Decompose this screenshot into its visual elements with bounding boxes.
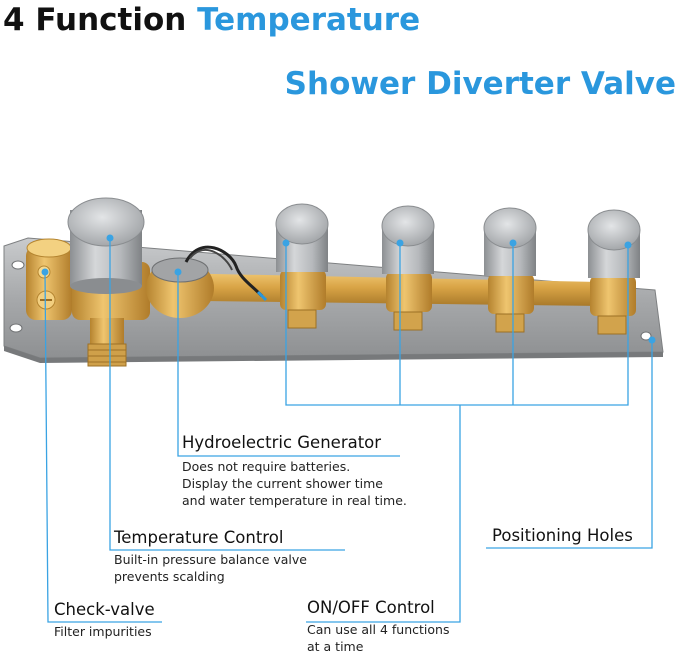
temperature-control-knob <box>67 197 145 294</box>
callout-check-valve: Check-valve Filter impurities <box>54 600 155 640</box>
callout-text: prevents scalding <box>114 569 225 584</box>
outlet-2 <box>386 272 432 331</box>
leader-hydroelectric-generator <box>177 272 400 457</box>
brass-manifold <box>26 238 602 367</box>
diverter-knob-3 <box>483 207 537 276</box>
callout-onoff-control: ON/OFF Control Can use all 4 functions a… <box>307 598 449 655</box>
positioning-hole-left-top <box>11 260 25 270</box>
callout-temperature-control: Temperature Control Built-in pressure ba… <box>114 528 307 585</box>
diverter-knob-2 <box>381 205 435 274</box>
outlet-4 <box>590 276 636 335</box>
leader-check-valve <box>44 271 162 623</box>
threaded-outlets <box>280 270 636 335</box>
callout-text: Filter impurities <box>54 624 152 639</box>
callout-text: Built-in pressure balance valve <box>114 552 307 567</box>
leader-dots <box>41 234 656 344</box>
headline-accent: Temperature <box>197 2 421 38</box>
headline-prefix: 4 Function <box>3 2 187 38</box>
callout-heading: Hydroelectric Generator <box>182 433 382 452</box>
diverter-knob-1 <box>275 203 329 272</box>
callout-text: Display the current shower time <box>182 476 383 491</box>
diverter-knob-4 <box>587 209 641 278</box>
callout-heading: ON/OFF Control <box>307 598 435 617</box>
leader-onoff-bracket <box>285 243 629 406</box>
callout-positioning-holes: Positioning Holes <box>492 526 633 545</box>
callout-heading: Positioning Holes <box>492 526 633 545</box>
callout-hydroelectric-generator: Hydroelectric Generator Does not require… <box>182 433 407 509</box>
callout-heading: Check-valve <box>54 600 155 619</box>
leader-positioning-holes <box>486 340 653 549</box>
positioning-hole-right <box>640 331 652 341</box>
leader-onoff-control <box>306 405 461 623</box>
leader-lines <box>44 238 653 623</box>
callout-text: at a time <box>307 639 364 654</box>
outlet-1 <box>280 270 326 329</box>
callout-text: Can use all 4 functions <box>307 622 450 637</box>
callout-text: and water temperature in real time. <box>182 493 407 508</box>
callout-heading: Temperature Control <box>114 528 284 547</box>
headline-line-1: 4 Function Temperature <box>3 2 420 38</box>
leader-temperature-control <box>109 238 345 551</box>
callout-text: Does not require batteries. <box>182 459 351 474</box>
headline-line-2: Shower Diverter Valve <box>284 66 676 102</box>
positioning-hole-left-bottom <box>9 323 23 333</box>
outlet-3 <box>488 274 534 333</box>
